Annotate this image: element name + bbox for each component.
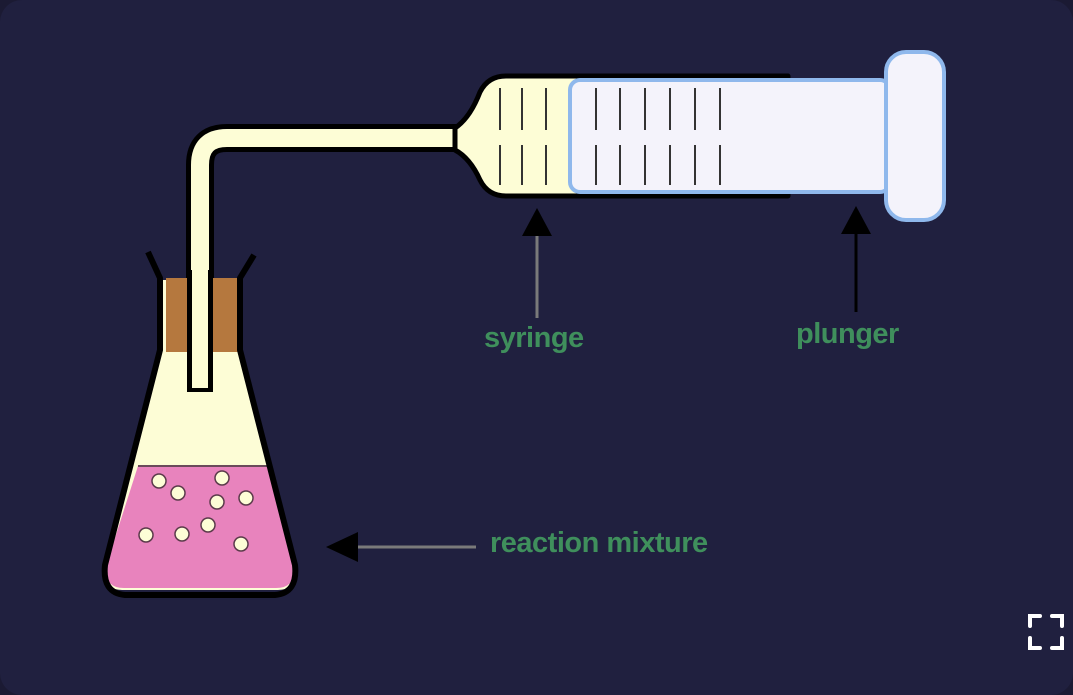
- gas-bubbles: [138, 470, 254, 552]
- plunger-arrow: [841, 206, 871, 312]
- reaction-mixture-liquid: [105, 466, 295, 588]
- delivery-tube-inner: [191, 129, 470, 390]
- conical-flask: [101, 250, 299, 598]
- reaction-mixture-arrow: [326, 532, 476, 562]
- syringe-label: syringe: [484, 322, 584, 354]
- reaction-mixture-label: reaction mixture: [490, 527, 708, 559]
- syringe-plunger: [568, 50, 946, 222]
- fullscreen-icon: [1028, 614, 1064, 650]
- fullscreen-button[interactable]: [1026, 612, 1066, 652]
- syringe-arrow: [522, 208, 552, 318]
- plunger-label: plunger: [796, 318, 899, 350]
